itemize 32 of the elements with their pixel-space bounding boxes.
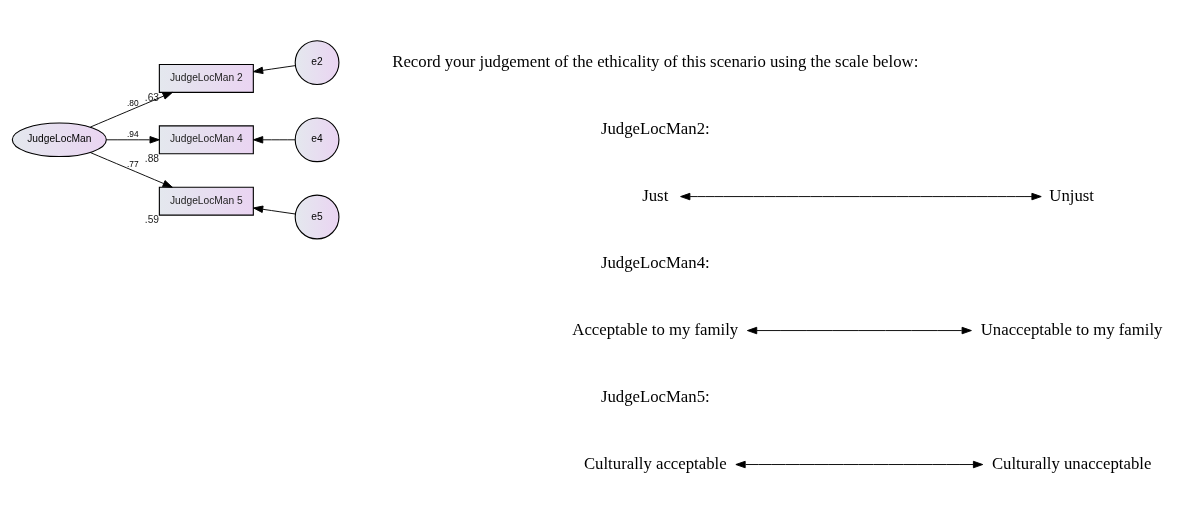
node-label: .88 — [144, 152, 160, 164]
node-text: Culturally unacceptable — [991, 453, 1152, 473]
node-ellipse: JudgeLocMan — [11, 122, 107, 158]
arrow — [89, 91, 173, 128]
arrow — [89, 152, 173, 188]
arrow — [106, 136, 160, 144]
edge-label: .80 — [127, 97, 139, 108]
label: JudgeLocMan5: — [600, 386, 710, 406]
arrow — [253, 65, 296, 75]
node-text: Unacceptable to my family — [980, 319, 1163, 339]
node-text: Culturally acceptable — [583, 453, 727, 473]
arrow — [253, 205, 296, 215]
edge-label: .94 — [127, 129, 139, 140]
arrow — [253, 136, 296, 144]
node-box: JudgeLocMan 2 — [158, 63, 254, 93]
label: JudgeLocMan4: — [600, 252, 710, 272]
node-text: Just — [642, 185, 669, 205]
node-label: .59 — [144, 214, 160, 226]
node-box: JudgeLocMan 5 — [158, 186, 254, 216]
edge-label: .77 — [127, 158, 139, 169]
node-box: JudgeLocMan 4 — [158, 125, 254, 155]
node-text: Unjust — [1049, 185, 1094, 205]
arrow — [680, 192, 1042, 201]
arrow — [746, 326, 972, 335]
arrow — [735, 460, 984, 469]
node-text: Acceptable to my family — [572, 319, 739, 339]
node-circle: e4 — [294, 117, 340, 163]
label: Record your judgement of the ethicality of this scenario using the scale below: — [392, 51, 919, 71]
node-circle: e5 — [294, 194, 340, 240]
label: JudgeLocMan2: — [600, 118, 710, 138]
node-circle: e2 — [294, 40, 340, 85]
node-label: .63 — [144, 91, 160, 103]
